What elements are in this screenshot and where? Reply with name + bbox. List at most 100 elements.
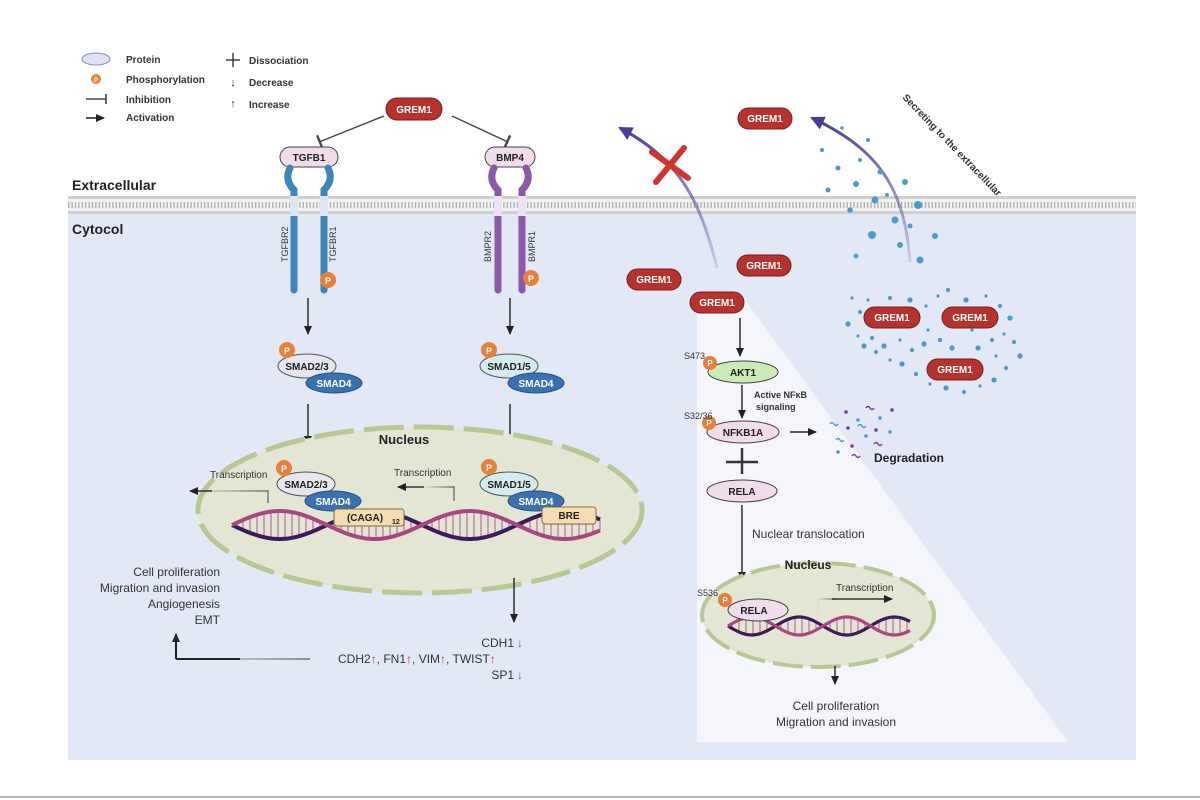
svg-text:BMP4: BMP4 [496,153,524,164]
svg-text:RELA: RELA [740,606,767,617]
svg-text:SMAD2/3: SMAD2/3 [285,362,329,373]
grem1-cluster-pill-3: GREM1 [926,358,984,381]
grem1-top-pill: GREM1 [385,97,443,121]
transcription-label-right: Transcription [394,468,451,479]
phosphorylation-legend-icon [91,74,101,84]
degradation-fragment [856,418,860,422]
bmpr-receptor [488,164,532,294]
cell-membrane [68,196,1136,214]
degradation-fragment [874,428,878,432]
svg-text:P: P [284,346,290,356]
secreted-particle [936,294,940,298]
secreted-particle [869,335,875,341]
dna-strand [727,615,911,637]
svg-text:CDH1: CDH1 [481,636,514,650]
legend: Protein P Phosphorylation Inhibition Act… [81,52,308,124]
grem1-inhibits-bmp4 [451,115,512,149]
grem1-cytosol-pill-2: GREM1 [736,254,792,277]
svg-text:SMAD2/3: SMAD2/3 [284,480,328,491]
degradation-fragment [836,450,840,454]
secreted-particle [978,384,982,388]
bre-element: BRE [541,506,597,525]
svg-text:RELA: RELA [728,487,755,498]
secreted-particle [997,303,1003,309]
marker-line-2: CDH2↑, FN1↑, VIM↑, TWIST↑ [338,652,496,666]
markers-to-outcomes-arrow [172,633,310,660]
svg-text:SMAD1/5: SMAD1/5 [487,362,531,373]
secreted-particle [963,297,969,303]
svg-text:P: P [325,276,331,286]
left-nucleus [195,424,645,596]
secreted-particle [898,338,902,342]
secreted-particle [871,196,879,204]
secreted-particle [857,309,863,315]
secreted-particle [845,321,851,327]
secreted-particle [1003,365,1009,371]
transcription-arrow-left [189,487,269,503]
left-outcome-3: Angiogenesis [148,597,220,611]
grem1-inhibits-tgfb1 [316,115,385,149]
secreted-particle [994,354,998,358]
secreted-particle [989,337,995,343]
grem1-cluster-pill-1: GREM1 [863,306,921,329]
secreted-particle [820,148,824,152]
right-nucleus [700,561,936,669]
nuclear-translocation-label: Nuclear translocation [752,527,865,541]
secreted-particle [984,294,988,298]
blocked-secretion-arrow [618,126,719,269]
bmpr1-label: BMPR1 [527,231,537,262]
secreted-particle [943,385,949,391]
svg-text:↓: ↓ [517,636,523,650]
dissociation-symbol [726,448,758,474]
degradation-fragment [864,434,868,438]
left-outcome-4: EMT [195,613,221,627]
svg-text:P: P [706,419,712,428]
secreted-particle [1017,353,1023,359]
svg-text:SMAD4: SMAD4 [315,497,350,508]
secreted-particle [961,389,967,395]
svg-text:P: P [722,596,728,605]
s3236-label: S32/36 [684,411,713,421]
degradation-fragment [873,441,883,447]
left-nucleus-title: Nucleus [379,432,430,447]
s536-label: S536 [697,588,718,598]
degradation-fragment [888,430,892,434]
signaling-label: signaling [756,402,796,412]
secreted-particle [949,345,955,351]
svg-text:GREM1: GREM1 [636,275,672,286]
decrease-legend-icon: ↓ [230,77,236,89]
left-outcome-1: Cell proliferation [133,565,220,579]
svg-text:GREM1: GREM1 [699,298,735,309]
svg-text:GREM1: GREM1 [746,261,782,272]
degradation-fragment [829,421,839,427]
legend-dissociation: Dissociation [249,56,308,67]
svg-text:GREM1: GREM1 [952,313,988,324]
secreted-particle [928,382,932,386]
secreted-particle [856,334,860,338]
smad15-cytosol-complex: SMAD1/5 SMAD4 P [479,342,565,394]
smad23-nuclear-complex: SMAD2/3 SMAD4 P [276,460,362,512]
transcription-arrow-right [397,483,455,501]
secreted-particle [888,358,892,362]
tgfbr-receptor [284,164,334,294]
svg-text:12: 12 [392,519,400,526]
svg-text:BRE: BRE [558,511,579,522]
bmpr1-phospho-icon: P [523,270,539,286]
degradation-particles [829,405,894,459]
blocked-x-icon [649,145,691,185]
secreted-particle [891,216,899,224]
tgfb1-ligand: TGFB1 [279,146,339,168]
secreted-particle [909,347,915,353]
secreted-particle [850,296,854,300]
secreted-particle [881,343,887,349]
secreted-particle [914,201,922,209]
svg-text:NFKB1A: NFKB1A [723,428,764,439]
right-outcome-2: Migration and invasion [776,715,896,729]
svg-text:SMAD4: SMAD4 [518,497,553,508]
secreted-particle [825,187,831,193]
degradation-fragment [878,416,882,420]
legend-activation: Activation [126,113,174,124]
secreted-particle [926,328,930,332]
nfkb1a-node: NFKB1A P [702,416,780,444]
